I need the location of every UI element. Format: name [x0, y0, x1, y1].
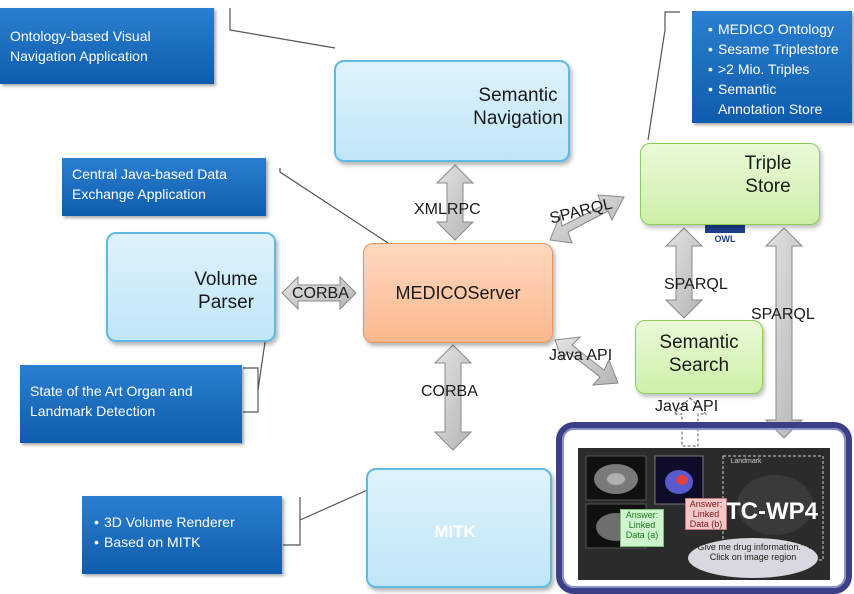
- java-api-server-search-label: Java API: [549, 347, 613, 364]
- answer-b-tag: Answer: Linked Data (b): [685, 498, 727, 530]
- triplestore-item: >2 Mio. Triples: [708, 59, 846, 79]
- triple-store-label: Triple Store: [744, 153, 792, 197]
- renderer-item: Based on MITK: [94, 532, 272, 552]
- note-organ-detection: State of the Art Organ and Landmark Dete…: [20, 365, 242, 443]
- node-tc-wp4[interactable]: TC-WP4: [556, 422, 852, 594]
- node-triple-store[interactable]: Triple Store: [640, 143, 820, 225]
- note-central-java-text: Central Java-based Data Exchange Applica…: [72, 166, 227, 202]
- sparql-tc-store-label: SPARQL: [751, 306, 815, 323]
- triplestore-item: Sesame Triplestore: [708, 39, 846, 59]
- node-semantic-navigation[interactable]: Semantic Navigation: [334, 60, 570, 162]
- node-semantic-search[interactable]: Semantic Search: [635, 320, 763, 394]
- callout-lines: [229, 8, 680, 546]
- answer-a-tag: Answer: Linked Data (a): [620, 509, 664, 547]
- note-organ-detection-text: State of the Art Organ and Landmark Dete…: [30, 383, 193, 419]
- note-visual-navigation: Ontology-based Visual Navigation Applica…: [0, 8, 214, 84]
- renderer-list: 3D Volume Renderer Based on MITK: [92, 512, 272, 552]
- arrow-corba-mitk: [433, 344, 473, 451]
- sparql-search-store-label: SPARQL: [664, 276, 728, 293]
- arrow-sparql-tc-store: [764, 227, 804, 439]
- triplestore-item: Semantic Annotation Store: [708, 79, 846, 119]
- semantic-navigation-label: Semantic Navigation: [473, 85, 563, 129]
- arrow-corba-parser: [281, 275, 357, 311]
- note-renderer: 3D Volume Renderer Based on MITK: [82, 496, 282, 574]
- java-api-search-tc-label: Java API: [655, 398, 719, 415]
- mitk-label: MITK: [434, 522, 476, 541]
- note-triplestore: MEDICO Ontology Sesame Triplestore >2 Mi…: [692, 11, 852, 123]
- node-volume-parser[interactable]: Volume Parser: [106, 232, 276, 342]
- triplestore-item: MEDICO Ontology: [708, 19, 846, 39]
- corba-mitk-label: CORBA: [421, 383, 478, 400]
- medico-server-label: MEDICOServer: [395, 283, 521, 303]
- semantic-search-label: Semantic Search: [659, 332, 739, 376]
- renderer-item: 3D Volume Renderer: [94, 512, 272, 532]
- volume-parser-label: Volume Parser: [194, 269, 258, 313]
- arrow-sparql-search-store: [664, 227, 704, 319]
- connection-arrows: [281, 164, 804, 451]
- note-visual-navigation-text: Ontology-based Visual Navigation Applica…: [10, 28, 151, 64]
- node-mitk[interactable]: MITK: [366, 468, 552, 588]
- node-medico-server[interactable]: MEDICOServer: [363, 243, 553, 343]
- owl-label: OWL: [714, 234, 736, 244]
- triplestore-list: MEDICO Ontology Sesame Triplestore >2 Mi…: [706, 19, 846, 119]
- arrow-xmlrpc: [435, 164, 475, 241]
- xmlrpc-label: XMLRPC: [414, 201, 481, 218]
- corba-parser-label: CORBA: [292, 285, 349, 302]
- arrow-javaapi-server-search: [554, 336, 619, 386]
- arrow-sparql-server-store: [549, 194, 625, 244]
- query-bubble: "Give me drug information." + Click on i…: [688, 538, 818, 578]
- landmark-label: Landmark: [730, 458, 762, 465]
- note-central-java: Central Java-based Data Exchange Applica…: [62, 158, 266, 216]
- tc-wp4-label: TC-WP4: [726, 498, 818, 525]
